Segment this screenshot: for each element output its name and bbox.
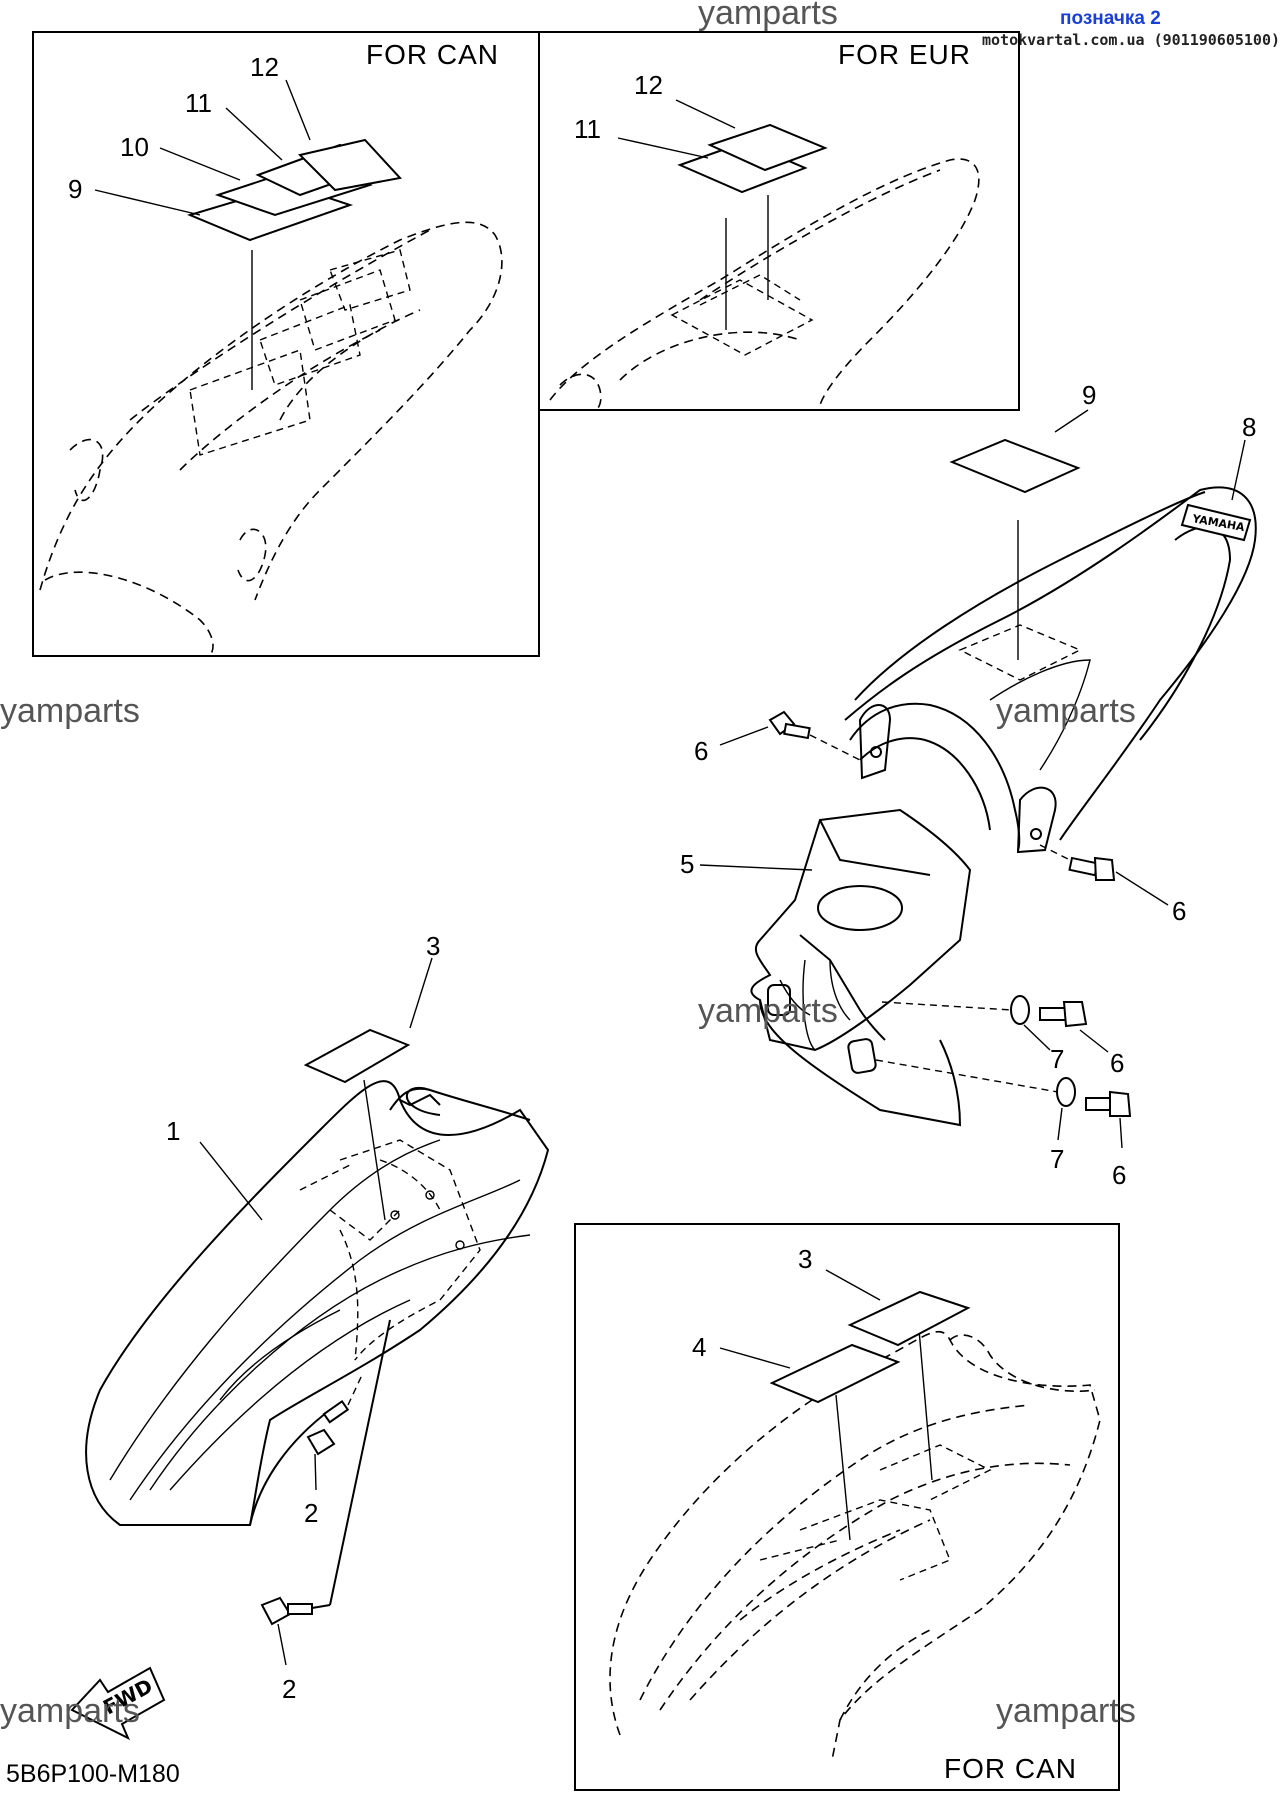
leader-front-2a	[314, 1453, 317, 1491]
leader-box-3	[825, 1269, 881, 1301]
decal-3-front	[303, 957, 433, 1221]
box-can-rear	[32, 31, 540, 657]
box-eur-rear-title: FOR EUR	[838, 39, 971, 70]
watermark-bottom-left: yamparts	[0, 1692, 140, 1730]
leader-main-8	[1231, 439, 1246, 501]
leader-front-2b	[277, 1623, 287, 1666]
callout-main-7a: 7	[1050, 1044, 1064, 1074]
header-site: motokvartal.com.ua (901190605100)	[982, 31, 1280, 49]
screw-2-lower	[260, 1319, 391, 1626]
watermark-top: yamparts	[698, 0, 838, 32]
can-front-decal-stickers	[769, 1290, 971, 1404]
callout-box-3: 3	[798, 1244, 812, 1274]
callout-can-11: 11	[185, 88, 212, 118]
yamaha-decal: YAMAHA	[1180, 503, 1252, 542]
rear-fender	[844, 486, 1257, 854]
can-decal-stickers	[187, 138, 402, 242]
callout-front-2b: 2	[282, 1674, 296, 1704]
leader-main-6d	[1119, 1117, 1123, 1149]
header-label: позначка 2	[1060, 8, 1161, 29]
leader-main-5	[699, 864, 813, 871]
callout-can-9: 9	[68, 174, 82, 204]
callout-box-4: 4	[692, 1332, 706, 1362]
mud-flap	[750, 808, 972, 1127]
leader-main-6b	[1115, 871, 1169, 906]
can-front-fender-outline	[609, 1317, 1101, 1761]
watermark-right-mid: yamparts	[996, 692, 1136, 730]
callout-main-7b: 7	[1050, 1144, 1064, 1174]
callout-front-3: 3	[426, 931, 440, 961]
eur-rear-fender-outline	[549, 158, 980, 409]
leader-box-4	[719, 1347, 791, 1369]
callout-main-9: 9	[1082, 380, 1096, 410]
box-can-front	[574, 1223, 1120, 1791]
watermark-center: yamparts	[698, 992, 838, 1030]
callout-main-8: 8	[1242, 412, 1256, 442]
leader-main-7b	[1057, 1107, 1063, 1141]
diagram-code: 5B6P100-M180	[6, 1760, 180, 1788]
screw-2-upper	[306, 1374, 363, 1456]
callout-main-5: 5	[680, 849, 694, 879]
callout-eur-12: 12	[634, 70, 663, 100]
watermark-bottom-right: yamparts	[996, 1692, 1136, 1730]
decal-9-sticker	[949, 409, 1089, 660]
callout-main-6d: 6	[1112, 1160, 1126, 1190]
bolt-6-right	[1039, 844, 1116, 881]
bolt-6-upper	[768, 710, 861, 761]
callout-main-6b: 6	[1172, 896, 1186, 926]
eur-leader-lines	[617, 99, 736, 159]
callout-main-6c: 6	[1110, 1048, 1124, 1078]
eur-decal-stickers	[677, 123, 828, 194]
washer-bolt-set-2	[875, 1059, 1132, 1117]
callout-can-10: 10	[120, 132, 149, 162]
can-leader-lines	[94, 79, 311, 216]
watermark-left-mid: yamparts	[0, 692, 140, 730]
box-can-front-title: FOR CAN	[944, 1753, 1077, 1784]
box-eur-rear	[538, 31, 1020, 411]
callout-front-1: 1	[166, 1116, 180, 1146]
washer-bolt-set-1	[881, 995, 1088, 1028]
front-fender	[85, 1080, 550, 1526]
box-can-rear-title: FOR CAN	[366, 39, 499, 70]
leader-main-7a	[1023, 1024, 1051, 1051]
leader-main-6c	[1079, 1029, 1109, 1053]
can-rear-fender-outline	[39, 221, 503, 656]
callout-can-12: 12	[250, 52, 279, 82]
leader-front-1	[199, 1141, 263, 1221]
callout-front-2a: 2	[304, 1498, 318, 1528]
callout-main-6a: 6	[694, 736, 708, 766]
leader-main-6a	[719, 726, 769, 746]
callout-eur-11: 11	[574, 114, 601, 144]
